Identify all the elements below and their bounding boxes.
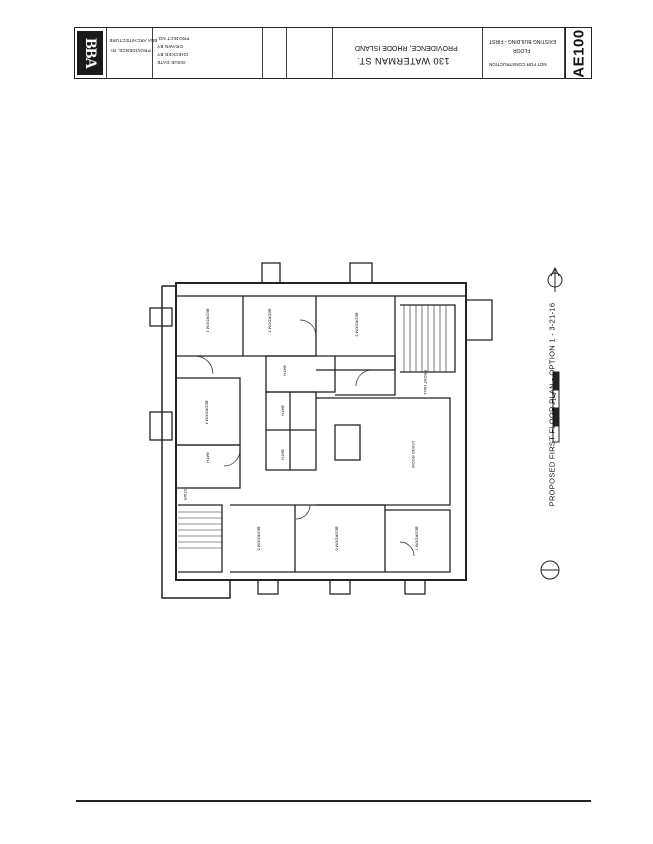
exterior-wall [175,282,467,581]
room-label: BATH [205,452,211,463]
north-arrow-icon [547,266,563,292]
room-label: BEDROOM 3 [354,312,360,337]
room-label: LIVING ROOM [410,441,416,468]
room-label: BEDROOM 5 [256,526,262,551]
plan-scale: 1/4" = 1'-0" [552,390,558,416]
sheet-description-cell: EXISTING BUILDING - FIRST FLOOR NOT FOR … [483,28,565,78]
room-label: BEDROOM 7 [414,526,420,551]
room-label: FRONT HALL [422,370,428,395]
firm-logo-cell: BBA [75,28,107,78]
room-label: BATH [280,449,286,460]
stamp-cell [287,28,333,78]
room-label: BATH [282,365,288,376]
sheet-number: AE100 [565,28,592,78]
entry-porch [466,299,493,341]
room-label: BEDROOM 1 [205,308,211,333]
bottom-rule [76,800,591,802]
room-label: BEDROOM 6 [334,526,340,551]
firm-logo: BBA [77,31,103,75]
project-title-cell: PROVIDENCE, RHODE ISLAND 130 WATERMAN ST… [333,28,483,78]
title-block: BBA BBA ARCHITECTURE PROVIDENCE, RI PROJ… [74,27,592,79]
revision-cell [263,28,287,78]
firm-info-cell: BBA ARCHITECTURE PROVIDENCE, RI [107,28,157,78]
project-info-cell: PROJECT NO. DRAWN BY CHECKED BY ISSUE DA… [153,28,263,78]
room-label: BATH [280,405,286,416]
room-label: BEDROOM 4 [204,400,210,425]
room-label: BEDROOM 2 [267,308,273,333]
room-label: STAIR [183,488,189,501]
